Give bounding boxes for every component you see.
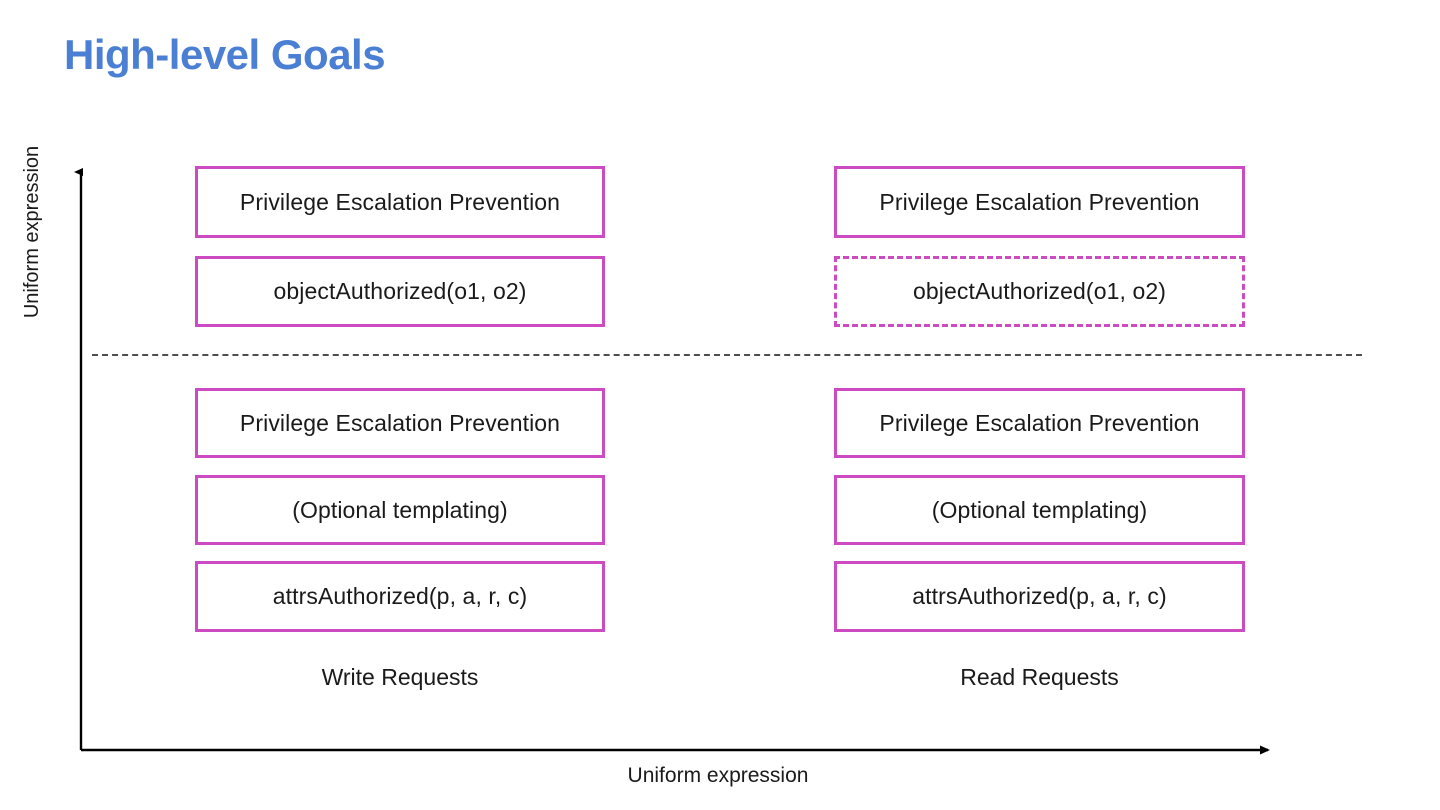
read-upper-group: Privilege Escalation Prevention objectAu… (834, 166, 1245, 327)
y-axis-label-text: Uniform expression (21, 145, 43, 319)
box-read-upper-object-authorized[interactable]: objectAuthorized(o1, o2) (834, 256, 1245, 327)
box-write-lower-attrs-authorized[interactable]: attrsAuthorized(p, a, r, c) (195, 561, 605, 632)
box-write-lower-privilege-escalation-prevention[interactable]: Privilege Escalation Prevention (195, 388, 605, 458)
read-lower-group: Privilege Escalation Prevention (Optiona… (834, 388, 1245, 632)
box-write-upper-object-authorized[interactable]: objectAuthorized(o1, o2) (195, 256, 605, 327)
box-read-lower-optional-templating[interactable]: (Optional templating) (834, 475, 1245, 545)
box-read-lower-attrs-authorized[interactable]: attrsAuthorized(p, a, r, c) (834, 561, 1245, 632)
column-label-read-requests: Read Requests (960, 664, 1119, 690)
write-upper-group: Privilege Escalation Prevention objectAu… (195, 166, 605, 327)
write-lower-group: Privilege Escalation Prevention (Optiona… (195, 388, 605, 632)
y-axis-label: Uniform expression (21, 82, 44, 382)
x-axis-label: Uniform expression (0, 764, 1440, 788)
column-label-write-requests: Write Requests (321, 664, 479, 690)
box-read-lower-privilege-escalation-prevention[interactable]: Privilege Escalation Prevention (834, 388, 1245, 458)
page-title: High-level Goals (64, 31, 386, 78)
x-axis-label-text: Uniform expression (627, 764, 809, 787)
section-divider (92, 354, 1362, 356)
box-write-upper-privilege-escalation-prevention[interactable]: Privilege Escalation Prevention (195, 166, 605, 238)
box-read-upper-privilege-escalation-prevention[interactable]: Privilege Escalation Prevention (834, 166, 1245, 238)
box-write-lower-optional-templating[interactable]: (Optional templating) (195, 475, 605, 545)
